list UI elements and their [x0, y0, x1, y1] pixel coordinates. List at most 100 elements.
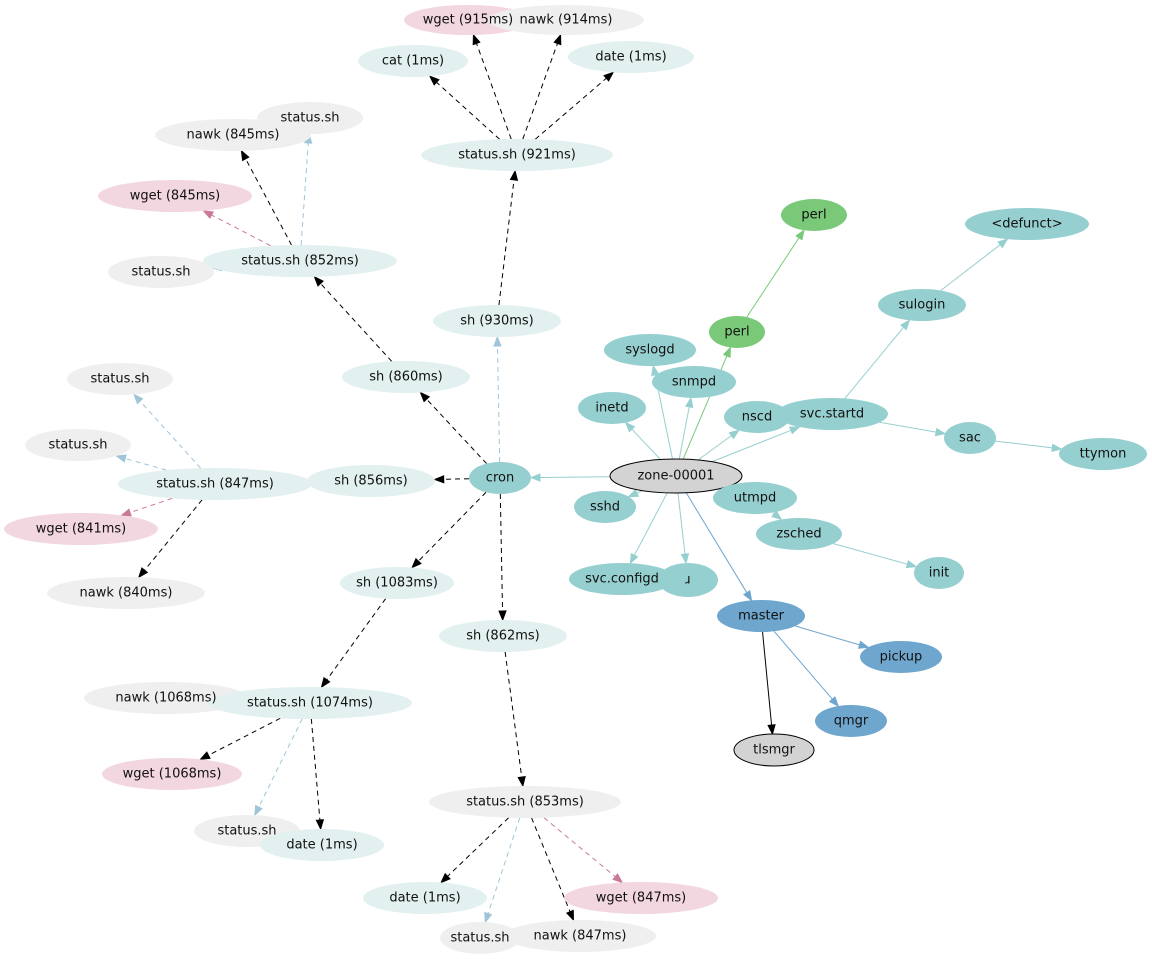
node-sulogin[interactable]: [878, 289, 966, 321]
node-status921[interactable]: [421, 139, 613, 171]
edge-status847-to-status_c: [133, 393, 202, 469]
arrowhead-icon: [828, 696, 840, 708]
arrowhead-icon: [484, 911, 493, 924]
node-date1top[interactable]: [568, 41, 694, 73]
node-snmpd[interactable]: [652, 366, 736, 398]
node-sh856[interactable]: [307, 465, 435, 497]
node-cat1[interactable]: [358, 45, 468, 77]
node-tlsmgr[interactable]: [733, 733, 815, 767]
arrowhead-icon: [934, 427, 947, 437]
arrowhead-icon: [138, 567, 149, 579]
node-svcstartd[interactable]: [776, 398, 888, 430]
node-label: snmpd: [672, 375, 716, 390]
node-wget841[interactable]: [4, 513, 158, 545]
node-status_b[interactable]: [108, 256, 214, 288]
node-label: wget (847ms): [596, 891, 687, 906]
node-sshd[interactable]: [574, 491, 636, 523]
node-status852[interactable]: [203, 245, 397, 277]
node-label: svc.configd: [585, 572, 659, 587]
node-label: master: [738, 609, 784, 624]
node-inetd[interactable]: [578, 392, 646, 424]
edge-status921-to-date1top: [534, 71, 615, 140]
node-nawk845[interactable]: [155, 119, 311, 151]
node-nawk847[interactable]: [504, 920, 656, 952]
node-date1b[interactable]: [260, 829, 384, 861]
node-label: status.sh: [131, 265, 190, 280]
arrowhead-icon: [517, 776, 526, 788]
node-label: sh (856ms): [334, 474, 408, 489]
node-label: qmgr: [834, 714, 869, 729]
edge-perl2-to-perl1: [746, 229, 805, 318]
edge-status853-to-date1c: [440, 817, 509, 884]
edge-status853-to-nawk847: [531, 817, 574, 922]
node-label: status.sh (847ms): [156, 477, 274, 492]
arrowhead-icon: [240, 149, 250, 162]
node-status_c[interactable]: [67, 363, 173, 395]
edge-status1074-to-date1b: [310, 718, 325, 831]
node-svcconfigd[interactable]: [569, 563, 675, 595]
node-status847[interactable]: [118, 468, 312, 500]
node-defunct[interactable]: [965, 208, 1089, 240]
node-label: sh (1083ms): [356, 576, 438, 591]
node-label: cron: [486, 471, 514, 486]
arrowhead-icon: [202, 210, 214, 219]
node-sh930[interactable]: [433, 305, 561, 337]
arrowhead-icon: [612, 873, 624, 884]
node-master[interactable]: [717, 600, 805, 632]
edge-cron-to-sh930: [493, 335, 502, 463]
edge-sh860-to-status852: [313, 275, 393, 362]
node-perl1[interactable]: [781, 199, 847, 231]
arrowhead-icon: [320, 676, 331, 689]
node-label: status.sh (853ms): [466, 795, 584, 810]
node-label: pickup: [880, 650, 923, 665]
arrowhead-icon: [722, 346, 731, 358]
node-sh862[interactable]: [439, 620, 567, 652]
node-svc_j[interactable]: [658, 563, 718, 597]
node-nawk1068[interactable]: [84, 682, 248, 714]
node-nscd[interactable]: [724, 401, 790, 433]
node-pickup[interactable]: [860, 641, 942, 673]
node-wget845[interactable]: [98, 180, 252, 212]
node-nawk840[interactable]: [47, 577, 205, 609]
node-label: status.sh: [280, 111, 339, 126]
edge-zone-to-inetd: [624, 421, 661, 460]
edge-status921-to-cat1: [428, 75, 500, 140]
node-label: inetd: [595, 401, 628, 416]
node-sac[interactable]: [944, 422, 996, 454]
node-status_d[interactable]: [25, 429, 131, 461]
node-cron[interactable]: [469, 462, 531, 494]
node-ttymon[interactable]: [1059, 438, 1147, 470]
arrowhead-icon: [472, 33, 481, 46]
edge-cron-to-sh856: [433, 475, 470, 484]
node-perl2[interactable]: [709, 316, 765, 348]
node-utmpd[interactable]: [713, 482, 797, 514]
node-qmgr[interactable]: [815, 705, 887, 737]
node-label: status.sh: [450, 931, 509, 946]
arrowhead-icon: [685, 396, 694, 409]
arrowhead-icon: [553, 33, 562, 46]
arrowhead-icon: [624, 421, 636, 433]
node-status1074[interactable]: [208, 687, 412, 719]
node-status853[interactable]: [429, 786, 621, 818]
node-wget1068[interactable]: [102, 758, 242, 790]
node-label: status.sh (1074ms): [247, 696, 373, 711]
node-date1c[interactable]: [363, 882, 487, 914]
edge-status852-to-wget845: [202, 210, 271, 247]
node-init[interactable]: [914, 557, 964, 589]
node-syslogd[interactable]: [604, 334, 696, 366]
node-label: ttymon: [1080, 447, 1127, 462]
edge-sh862-to-status853: [504, 651, 526, 788]
node-label: nawk (914ms): [520, 13, 613, 28]
node-wget847[interactable]: [564, 882, 718, 914]
node-sh1083[interactable]: [340, 567, 454, 599]
node-status_f[interactable]: [440, 922, 520, 954]
node-label: nawk (845ms): [187, 128, 280, 143]
edge-svcstartd-to-sac: [879, 421, 947, 437]
node-label: nscd: [742, 410, 772, 425]
node-zsched[interactable]: [756, 518, 842, 550]
node-sh860[interactable]: [342, 361, 470, 393]
edge-status853-to-wget847: [543, 817, 624, 884]
node-zone[interactable]: [609, 458, 743, 494]
node-nawk914[interactable]: [488, 5, 644, 35]
arrowhead-icon: [199, 751, 211, 761]
